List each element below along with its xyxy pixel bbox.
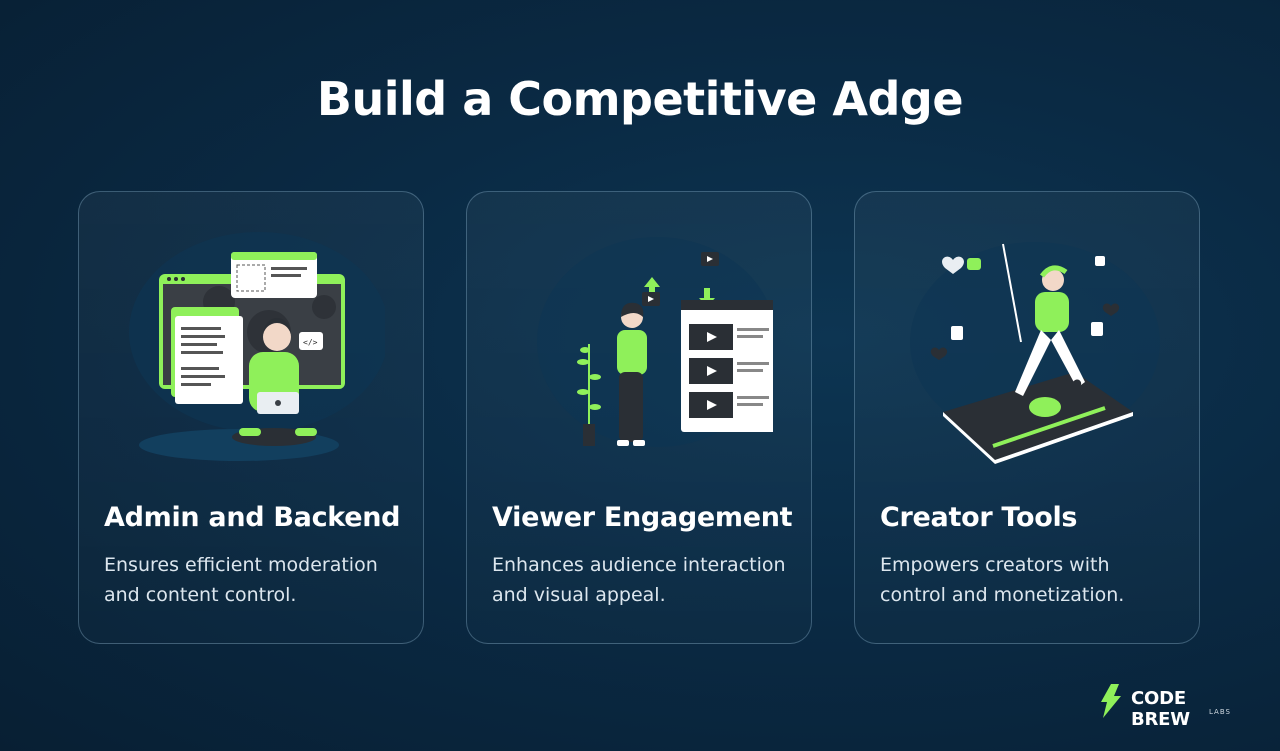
card-heading: Viewer Engagement [492,502,793,533]
creator-tools-illustration [895,232,1161,472]
logo-brand-text: CODE BREW [1131,688,1190,730]
card-description: Ensures efficient moderation and content… [104,554,378,606]
card-description: Enhances audience interaction and visual… [492,554,786,606]
feature-card-viewer: Viewer Engagement Enhances audience inte… [466,191,812,644]
logo-sub-text: LABS [1209,708,1231,716]
feature-card-admin: </> Admin and Backend Ensures efficient … [78,191,424,644]
codebrew-logo-icon [1101,684,1121,718]
admin-dashboard-illustration: </> [119,232,389,472]
card-heading: Admin and Backend [104,502,401,533]
card-description: Empowers creators with control and monet… [880,554,1125,606]
svg-text:</>: </> [303,338,318,347]
card-heading: Creator Tools [880,502,1078,533]
codebrew-logo: CODE BREW LABS [1097,682,1247,730]
page-title: Build a Competitive Adge [316,72,964,126]
feature-card-creator: Creator Tools Empowers creators with con… [854,191,1200,644]
viewer-engagement-illustration [507,232,779,472]
